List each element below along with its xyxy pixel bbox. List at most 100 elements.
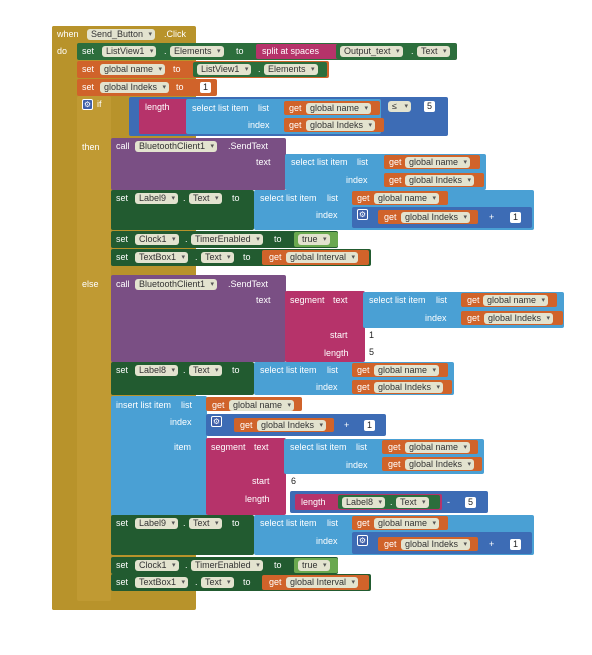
label8-dropdown[interactable]: Label8 — [342, 497, 386, 508]
get-label: get — [212, 400, 225, 410]
clock-dropdown[interactable]: Clock1 — [135, 560, 179, 571]
plus-operator: + — [489, 212, 495, 222]
text-dropdown[interactable]: Text — [189, 518, 222, 529]
to-label: to — [176, 82, 184, 92]
global-name-dropdown[interactable]: global name — [405, 157, 471, 168]
index-label: index — [425, 313, 447, 323]
timerenabled-dropdown[interactable]: TimerEnabled — [191, 560, 263, 571]
mutator-gear-icon[interactable]: ⚙ — [357, 535, 368, 546]
text-dropdown[interactable]: Text — [201, 252, 234, 263]
component-dropdown[interactable]: Send_Button — [87, 29, 156, 40]
label9-dropdown[interactable]: Label9 — [135, 518, 179, 529]
list-label: list — [327, 193, 338, 203]
mutator-gear-icon[interactable]: ⚙ — [211, 416, 222, 427]
dot: . — [411, 46, 414, 56]
text-dropdown[interactable]: Text — [201, 577, 234, 588]
segment-label: segment — [211, 442, 246, 452]
global-indeks-dropdown[interactable]: global Indeks — [484, 313, 554, 324]
set-label: set — [116, 365, 129, 375]
global-name-dropdown[interactable]: global name — [100, 64, 166, 75]
then-label: then — [82, 142, 100, 152]
get-label: get — [240, 420, 253, 430]
number-1[interactable]: 1 — [364, 420, 376, 431]
global-indeks-dropdown[interactable]: global Indeks — [401, 539, 471, 550]
number-5[interactable]: 5 — [424, 101, 436, 112]
number-5[interactable]: 5 — [366, 347, 378, 358]
dot: . — [183, 518, 186, 528]
mutator-gear-icon[interactable]: ⚙ — [357, 209, 368, 220]
timerenabled-dropdown[interactable]: TimerEnabled — [191, 234, 263, 245]
listview-dropdown[interactable]: ListView1 — [197, 64, 252, 75]
global-name-dropdown[interactable]: global name — [374, 193, 440, 204]
get-label: get — [384, 539, 397, 549]
segment-label: segment — [290, 295, 325, 305]
clock-dropdown[interactable]: Clock1 — [135, 234, 179, 245]
global-indeks-dropdown[interactable]: global Indeks — [374, 382, 444, 393]
global-indeks-dropdown[interactable]: global Indeks — [257, 420, 327, 431]
global-name-dropdown[interactable]: global name — [374, 518, 440, 529]
global-indeks-dropdown[interactable]: global Indeks — [100, 82, 170, 93]
dot: . — [164, 46, 167, 56]
number-1[interactable]: 1 — [200, 82, 212, 93]
number-1[interactable]: 1 — [366, 330, 378, 341]
global-name-dropdown[interactable]: global name — [229, 400, 295, 411]
length-label: length — [245, 494, 270, 504]
global-indeks-dropdown[interactable]: global Indeks — [401, 212, 471, 223]
insert-list-item-block[interactable] — [111, 396, 207, 516]
set-label: set — [82, 64, 95, 74]
global-indeks-dropdown[interactable]: global Indeks — [405, 175, 475, 186]
bluetooth-dropdown[interactable]: BluetoothClient1 — [135, 279, 218, 290]
start-label: start — [252, 476, 270, 486]
to-label: to — [232, 193, 240, 203]
number-5[interactable]: 5 — [465, 497, 477, 508]
true-dropdown[interactable]: true — [298, 234, 330, 245]
to-label: to — [243, 577, 251, 587]
text-dropdown[interactable]: Text — [417, 46, 450, 57]
text-dropdown[interactable]: Text — [189, 193, 222, 204]
global-interval-dropdown[interactable]: global Interval — [286, 577, 359, 588]
get-label: get — [357, 382, 370, 392]
global-name-dropdown[interactable]: global name — [405, 442, 471, 453]
global-indeks-dropdown[interactable]: global Indeks — [306, 120, 376, 131]
listview-dropdown[interactable]: ListView1 — [102, 46, 157, 57]
global-interval-dropdown[interactable]: global Interval — [286, 252, 359, 263]
compare-operator-dropdown[interactable]: ≤ — [388, 101, 411, 112]
do-label: do — [57, 46, 68, 56]
textbox-dropdown[interactable]: TextBox1 — [135, 577, 189, 588]
if-block[interactable] — [77, 96, 111, 601]
text-dropdown[interactable]: Text — [396, 497, 429, 508]
get-label: get — [289, 103, 302, 113]
global-name-dropdown[interactable]: global name — [306, 103, 372, 114]
bluetooth-dropdown[interactable]: BluetoothClient1 — [135, 141, 218, 152]
get-label: get — [269, 252, 282, 262]
label9-dropdown[interactable]: Label9 — [135, 193, 179, 204]
number-1[interactable]: 1 — [510, 539, 522, 550]
to-label: to — [173, 64, 181, 74]
list-label: list — [258, 103, 269, 113]
textbox-dropdown[interactable]: TextBox1 — [135, 252, 189, 263]
label8-dropdown[interactable]: Label8 — [135, 365, 179, 376]
select-label: select list item — [291, 157, 348, 167]
select-label: select list item — [290, 442, 347, 452]
elements-dropdown[interactable]: Elements — [170, 46, 224, 57]
segment-block[interactable] — [206, 438, 286, 515]
mutator-gear-icon[interactable]: ⚙ — [82, 99, 93, 110]
elements-dropdown[interactable]: Elements — [264, 64, 318, 75]
number-1[interactable]: 1 — [510, 212, 522, 223]
minus-operator: - — [447, 497, 450, 507]
to-label: to — [274, 234, 282, 244]
text-label: text — [333, 295, 348, 305]
number-6[interactable]: 6 — [288, 476, 300, 487]
text-dropdown[interactable]: Text — [189, 365, 222, 376]
true-dropdown[interactable]: true — [298, 560, 330, 571]
segment-block[interactable] — [285, 291, 365, 362]
global-name-dropdown[interactable]: global name — [374, 365, 440, 376]
to-label: to — [236, 46, 244, 56]
global-indeks-dropdown[interactable]: global Indeks — [405, 459, 475, 470]
global-name-dropdown[interactable]: global name — [483, 295, 549, 306]
dot: . — [183, 365, 186, 375]
index-label: index — [346, 175, 368, 185]
output-dropdown[interactable]: Output_text — [340, 46, 403, 57]
get-label: get — [289, 120, 302, 130]
dot: . — [195, 252, 198, 262]
